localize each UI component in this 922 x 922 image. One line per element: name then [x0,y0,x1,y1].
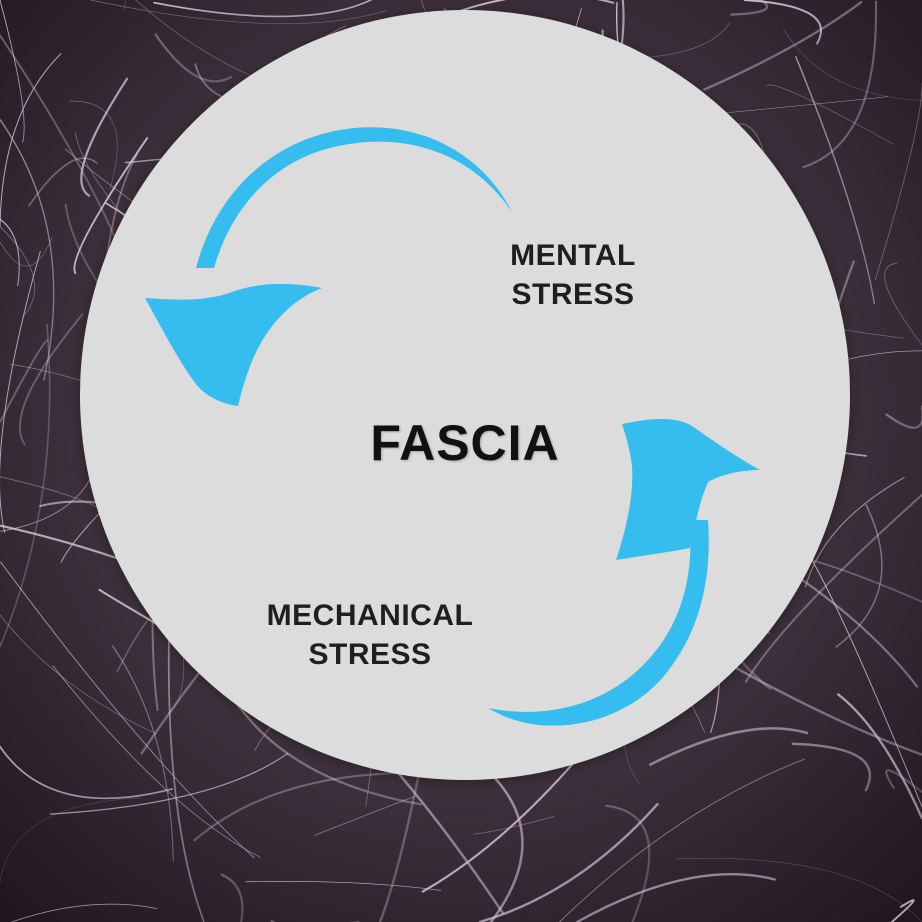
fiber-strand [69,100,118,190]
fiber-strand [605,804,651,922]
fiber-strand [0,323,51,648]
fiber-strand [558,758,805,922]
fiber-strand [811,559,922,808]
fiber-strand [154,33,233,83]
fiber-strand [0,561,255,859]
fiber-strand [245,880,442,891]
mental-stress-line2: STRESS [511,278,635,311]
fiber-strand [11,903,158,922]
fiber-strand [111,645,174,862]
fiber-strand [802,0,877,169]
fiber-strand [0,614,158,735]
fiber-strand [49,752,289,815]
fiber-strand [0,251,41,533]
fiber-strand [220,873,244,922]
fiber-strand [885,769,922,794]
fiber-strand [884,262,922,346]
fiber-strand [0,53,62,228]
fiber-strand [153,0,372,18]
fiber-strand [0,119,55,381]
fiber-strand [575,873,776,922]
mechanical-stress-line2: STRESS [308,638,432,671]
fiber-strand [744,493,922,683]
fiber-strand [0,339,49,424]
fiber-strand [193,771,406,842]
fiber-strand [167,605,205,922]
mechanical-stress-label: MECHANICAL STRESS [238,596,502,674]
fiber-strand [804,477,905,588]
fiber-strand [28,157,98,207]
mental-stress-label: MENTAL STRESS [488,236,658,314]
fiber-strand [835,504,883,648]
fiber-strand [890,899,915,922]
fiber-strand [795,56,876,305]
curved-arrow-counterclockwise-icon [145,127,512,406]
fiber-strand [478,802,659,922]
fiber-strand [0,745,173,800]
center-circle [80,10,850,780]
fiber-strand [421,750,585,893]
fiber-strand [885,405,922,429]
fiber-strand [0,0,25,143]
fiber-strand [0,236,53,267]
fiber-strand [73,137,149,275]
fiber-strand [0,797,142,883]
fiber-strand [766,84,894,145]
mechanical-stress-line1: MECHANICAL [266,599,474,632]
fiber-strand [472,816,555,835]
fiber-strand [649,727,809,766]
fascia-title: FASCIA [370,415,560,471]
curved-arrow-up-icon [488,419,760,726]
fiber-strand [837,693,922,820]
fiber-strand [489,776,524,922]
fiber-strand [0,225,36,318]
fiber-strand [783,28,922,101]
fiber-strand [18,313,84,446]
fiber-strand [90,0,387,24]
mental-stress-line1: MENTAL [510,239,636,272]
fiber-strand [703,1,863,91]
fiber-strand [52,665,261,858]
fiber-strand [730,0,769,16]
fiber-strand [791,742,872,792]
fiber-strand [676,858,922,922]
